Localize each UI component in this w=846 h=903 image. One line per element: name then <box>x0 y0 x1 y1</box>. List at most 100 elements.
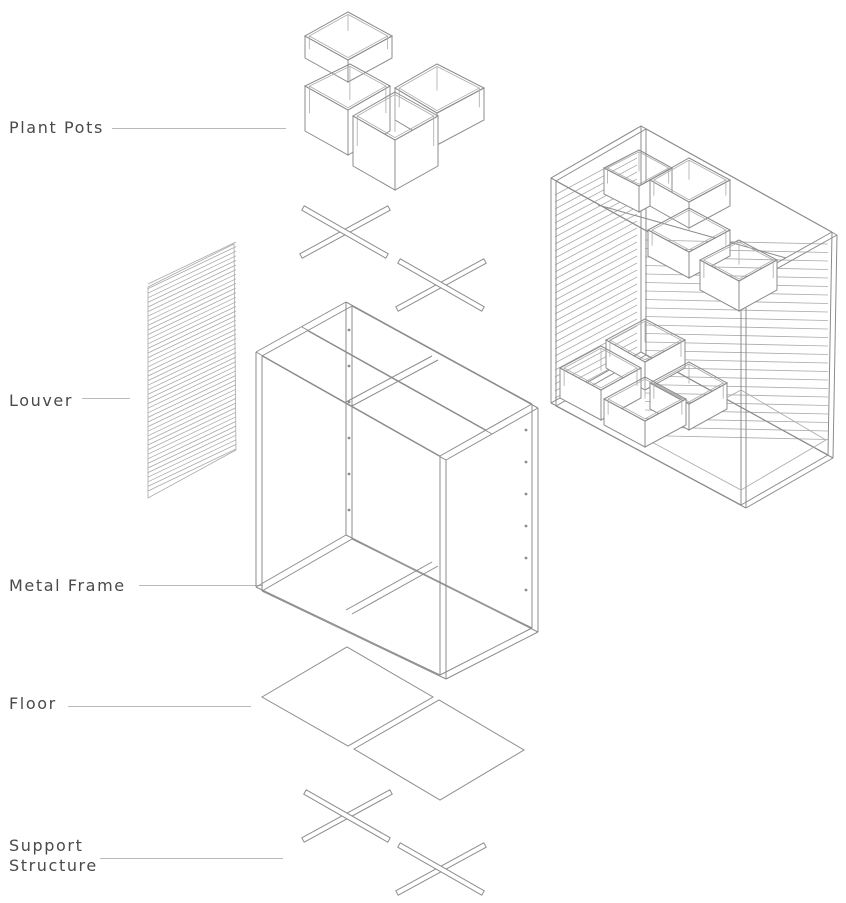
support-bar <box>397 842 485 896</box>
frame-beam <box>261 355 447 461</box>
support-bar <box>303 789 391 843</box>
label-metal-frame: Metal Frame <box>9 576 126 595</box>
plant-pot <box>351 91 440 191</box>
louver-slat <box>147 273 237 317</box>
upper-support-cross <box>299 205 487 312</box>
label-louver: Louver <box>9 391 74 410</box>
assembled-frame-edge <box>645 128 838 236</box>
louver-slat <box>554 283 638 329</box>
louver-slat <box>147 411 237 455</box>
louver-slat <box>147 292 237 335</box>
leader-floor <box>68 706 251 707</box>
frame-bolt <box>524 460 528 464</box>
support-cross <box>395 258 487 312</box>
louver-slat <box>147 439 237 483</box>
louver-slat <box>554 157 638 203</box>
frame-bolt <box>347 364 351 368</box>
louver-panel <box>147 241 237 499</box>
back-slat <box>644 324 829 330</box>
louver-slat <box>147 255 237 299</box>
support-bar <box>301 205 389 259</box>
floor-panel <box>261 646 434 747</box>
frame-beam <box>439 627 533 676</box>
louver-slat <box>147 246 237 289</box>
label-support-structure-line1: Support <box>9 836 84 855</box>
frame-beam <box>255 586 441 676</box>
louver-slat <box>147 370 237 414</box>
louver-slat <box>147 306 237 349</box>
louver-slat <box>147 338 237 381</box>
frame-beam <box>261 590 447 680</box>
louver-slat <box>554 255 638 301</box>
louver-slat <box>147 361 237 404</box>
louver-slat <box>147 352 237 395</box>
louver-slat <box>147 333 237 377</box>
back-slat <box>644 375 829 381</box>
louver-slat <box>554 241 638 287</box>
frame-crossbar <box>345 561 433 611</box>
assembled-frame-edge <box>555 405 747 509</box>
back-slat <box>644 333 829 338</box>
louver-slat <box>554 276 638 322</box>
assembled-frame-edge <box>745 457 834 509</box>
frame-bolt <box>524 556 528 560</box>
frame-beam <box>351 538 539 633</box>
louver-slat <box>147 278 237 322</box>
frame-beam <box>255 351 441 457</box>
louver-slat <box>147 448 237 492</box>
louver-slat <box>554 164 638 210</box>
louver-slat <box>554 206 638 252</box>
leader-plant-pots <box>112 128 286 129</box>
louver-slat <box>147 384 237 427</box>
assembled-planter <box>550 125 838 509</box>
louver-slat <box>554 311 638 357</box>
floor-panels <box>261 646 525 801</box>
louver-slat <box>147 250 237 294</box>
plant-pot <box>602 376 688 448</box>
frame-bolt <box>524 524 528 528</box>
assembled-frame-edge <box>555 128 647 182</box>
back-slat <box>644 384 829 389</box>
frame-crossbar <box>351 359 439 407</box>
frame-beam <box>351 305 539 409</box>
leader-louver <box>82 398 130 399</box>
plant-pot <box>303 11 394 83</box>
floor-panel <box>353 699 525 801</box>
louver-slat <box>147 241 237 285</box>
louver-slat <box>147 324 237 368</box>
frame-bolt <box>524 588 528 592</box>
louver-slat <box>554 290 638 336</box>
frame-bolt <box>524 428 528 432</box>
frame-beam <box>345 301 533 405</box>
frame-bolt <box>347 436 351 440</box>
back-slat <box>644 316 829 321</box>
frame-bolt <box>347 328 351 332</box>
label-support-structure-line2: Structure <box>9 856 98 875</box>
assembled-frame-edge <box>740 454 829 506</box>
louver-slat <box>147 319 237 363</box>
louver-slat <box>147 329 237 372</box>
louver-slat <box>554 227 638 273</box>
louver-slat <box>147 296 237 340</box>
support-cross <box>395 842 487 896</box>
back-slat <box>644 239 829 245</box>
louver-slat <box>147 356 237 400</box>
louver-slat <box>554 234 638 280</box>
louver-slat <box>554 213 638 259</box>
louver-slat <box>147 347 237 391</box>
louver-slat <box>147 402 237 446</box>
louver-slat <box>147 388 237 432</box>
louver-slat <box>147 375 237 418</box>
louver-slat <box>147 379 237 423</box>
louver-slat <box>554 220 638 266</box>
leader-metal-frame <box>139 585 263 586</box>
support-bar <box>397 258 485 312</box>
louver-slat <box>147 425 237 469</box>
louver-slat <box>147 264 237 308</box>
louver-slat <box>147 434 237 478</box>
support-cross <box>299 205 391 259</box>
louver-slat <box>147 393 237 437</box>
plant-pots-group <box>303 11 486 191</box>
louver-slat <box>147 444 237 487</box>
frame-bolt <box>524 492 528 496</box>
